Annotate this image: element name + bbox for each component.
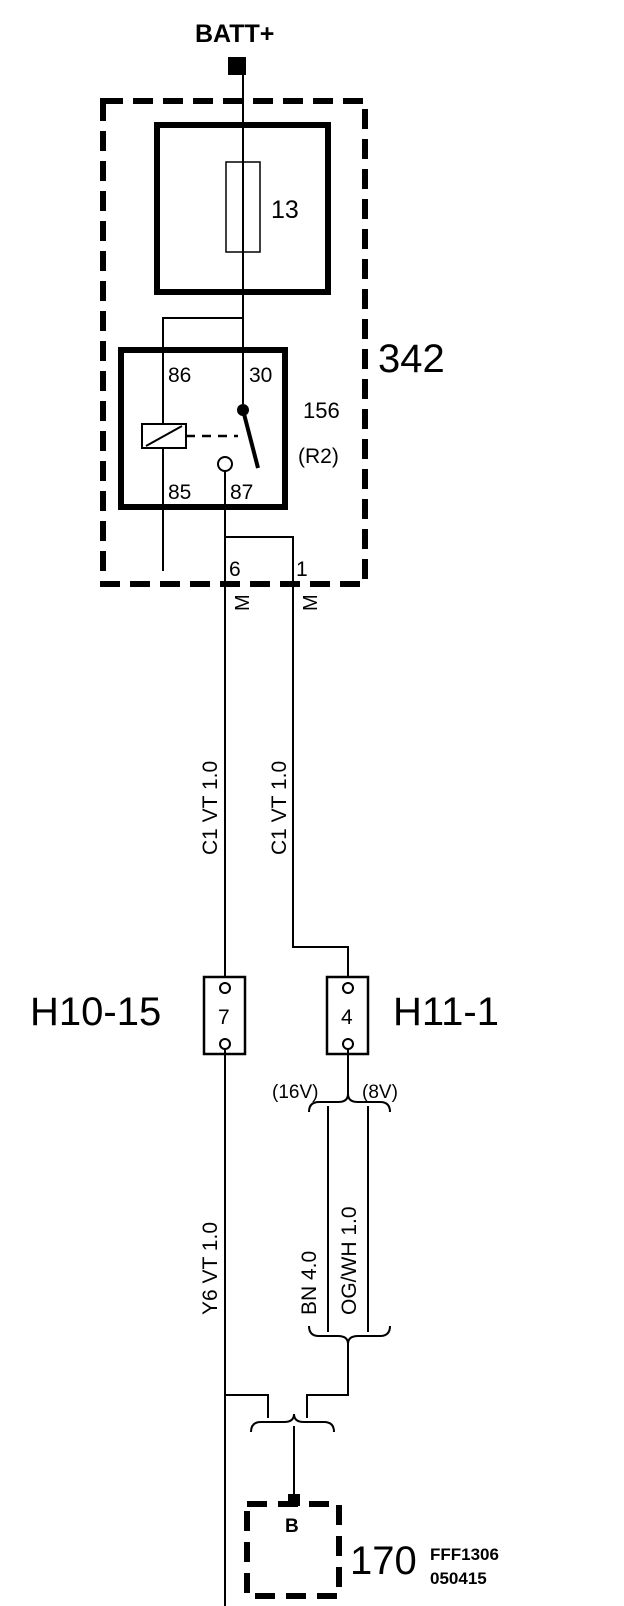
connector-h10-15-pin: 7 <box>218 1006 230 1029</box>
variant-16v: (16V) <box>272 1082 318 1103</box>
relay-pin-87: 87 <box>230 481 253 504</box>
fuse-number: 13 <box>271 196 299 224</box>
relay-contact-87 <box>217 456 233 472</box>
connector-h10-15-top-pin <box>219 982 231 994</box>
relay-id: 156 <box>303 398 340 423</box>
wire-bundle-to-splice <box>306 1344 349 1418</box>
variant-8v: (8V) <box>362 1082 398 1103</box>
wire-label-right-upper: C1 VT 1.0 <box>268 761 291 855</box>
wire-label-left-lower: Y6 VT 1.0 <box>199 1222 222 1315</box>
connector-h10-15-bottom-pin <box>219 1038 231 1050</box>
drawing-ref: FFF1306 <box>430 1545 499 1564</box>
component-pin-terminal <box>288 1494 300 1506</box>
relay-pin-86: 86 <box>168 364 191 387</box>
bundle-bottom-brace <box>308 1325 391 1345</box>
connector-h11-1-bottom-pin <box>342 1038 354 1050</box>
bundle-top-brace <box>308 1093 391 1113</box>
box-pin-6: 6 <box>229 558 241 581</box>
fuse-box-342 <box>100 98 368 587</box>
batt-plus-label: BATT+ <box>195 20 274 48</box>
box-pin-1-code: M <box>300 594 322 611</box>
wire-label-left-upper: C1 VT 1.0 <box>199 761 222 855</box>
wire-label-bn: BN 4.0 <box>298 1251 321 1315</box>
relay-pin-85: 85 <box>168 481 191 504</box>
connector-h11-1-top-pin <box>342 982 354 994</box>
fuse-box-id: 342 <box>378 337 445 381</box>
relay-pin-30: 30 <box>249 364 272 387</box>
relay-coil-slash <box>145 425 183 447</box>
relay-156 <box>118 347 288 510</box>
batt-terminal <box>228 57 246 75</box>
component-pin: B <box>285 1516 299 1537</box>
drawing-date: 050415 <box>430 1569 487 1588</box>
component-id: 170 <box>350 1539 417 1583</box>
splice-brace <box>250 1413 335 1433</box>
connector-h11-1-id: H11-1 <box>393 990 499 1034</box>
relay-ref: (R2) <box>298 445 339 468</box>
coil-feed-wire <box>162 317 243 571</box>
wire-label-og-wh: OG/WH 1.0 <box>338 1206 361 1315</box>
box-pin-6-code: M <box>232 594 254 611</box>
connector-h10-15-id: H10-15 <box>30 990 161 1034</box>
bridge-wire <box>225 536 349 986</box>
relay-switch-arm <box>241 409 260 469</box>
box-pin-1: 1 <box>296 558 308 581</box>
connector-h11-1-pin: 4 <box>341 1006 353 1029</box>
wire-y6-route <box>224 1049 269 1418</box>
